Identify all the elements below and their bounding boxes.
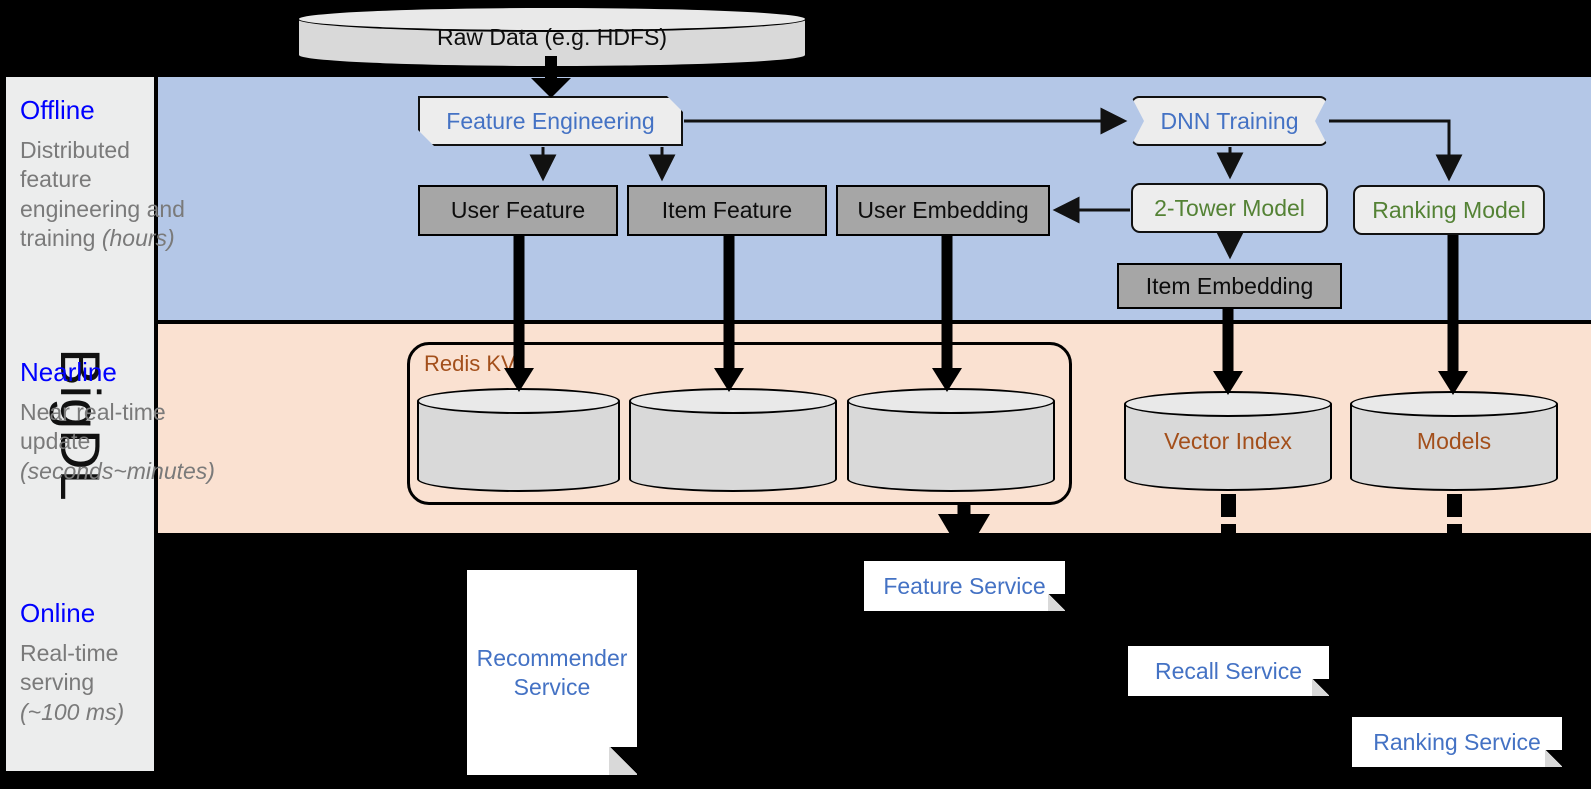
nearline-description: Near real-time update (seconds~minutes) bbox=[20, 398, 215, 486]
kv3-body bbox=[847, 401, 1055, 479]
user-feature-box[interactable]: User Feature bbox=[418, 185, 618, 236]
redis-kv-label: Redis KV bbox=[424, 351, 516, 376]
online-desc-line-2: serving bbox=[20, 669, 95, 696]
ranking-model-label: Ranking Model bbox=[1372, 196, 1526, 223]
offline-desc-line-3: engineering and bbox=[20, 195, 185, 222]
kv2-body bbox=[629, 401, 837, 479]
recommender-service-card[interactable]: Recommender Service bbox=[467, 570, 637, 775]
offline-label-block: Offline Distributed feature engineering … bbox=[20, 95, 185, 254]
feature-engineering-label: Feature Engineering bbox=[446, 107, 655, 134]
ranking-service-label: Ranking Service bbox=[1373, 728, 1541, 755]
vector-index-connector-dot bbox=[1221, 524, 1236, 539]
offline-desc-line-4: training (hours) bbox=[20, 224, 185, 253]
vector-index-label: Vector Index bbox=[1164, 427, 1292, 454]
kv-store-1-label bbox=[417, 388, 620, 492]
feature-service-label: Feature Service bbox=[883, 572, 1046, 599]
feature-engineering-box[interactable]: Feature Engineering bbox=[418, 96, 683, 146]
dnn-training-box[interactable]: DNN Training bbox=[1131, 96, 1328, 146]
bigdl-sidebar: BigDL bbox=[6, 77, 154, 771]
recall-service-card[interactable]: Recall Service bbox=[1128, 646, 1329, 696]
models-connector-dot bbox=[1447, 524, 1462, 539]
vector-index-connector-tick bbox=[1221, 494, 1236, 517]
online-description: Real-time serving (~100 ms) bbox=[20, 639, 124, 727]
two-tower-model-box[interactable]: 2-Tower Model bbox=[1131, 183, 1328, 233]
models-label: Models bbox=[1416, 427, 1492, 454]
recommender-service-label-line2: Service bbox=[513, 673, 591, 700]
kv-store-cylinder-3[interactable] bbox=[847, 388, 1055, 492]
offline-desc-line-1: Distributed bbox=[20, 137, 130, 163]
kv-store-2-label bbox=[629, 388, 837, 492]
nearline-label-block: Nearline Near real-time update (seconds~… bbox=[20, 357, 215, 486]
nearline-title: Nearline bbox=[20, 357, 117, 387]
user-feature-label: User Feature bbox=[450, 197, 586, 223]
page-fold-icon bbox=[1545, 750, 1562, 767]
ranking-model-box[interactable]: Ranking Model bbox=[1353, 185, 1545, 235]
page-fold-icon bbox=[1048, 594, 1065, 611]
online-desc-line-1: Real-time bbox=[20, 640, 119, 666]
offline-desc-line-4-plain: training bbox=[20, 225, 102, 252]
raw-data-cylinder[interactable]: Raw Data (e.g. HDFS) bbox=[297, 6, 807, 68]
offline-description: Distributed feature engineering and trai… bbox=[20, 136, 185, 254]
user-embedding-label: User Embedding bbox=[857, 197, 1029, 223]
two-tower-model-label: 2-Tower Model bbox=[1154, 194, 1305, 221]
vector-index-cylinder[interactable]: Vector Index bbox=[1124, 391, 1332, 491]
kv1-top bbox=[417, 388, 620, 414]
raw-data-label: Raw Data (e.g. HDFS) bbox=[436, 23, 668, 50]
kv1-body bbox=[417, 401, 620, 479]
dnn-training-label: DNN Training bbox=[1160, 107, 1299, 134]
item-feature-label: Item Feature bbox=[661, 197, 793, 223]
online-desc-line-3: (~100 ms) bbox=[20, 698, 125, 725]
user-embedding-box[interactable]: User Embedding bbox=[836, 185, 1050, 236]
nearline-desc-line-1: Near real-time bbox=[20, 399, 166, 425]
redis-kv-container[interactable]: Redis KV bbox=[407, 342, 1072, 505]
item-embedding-label: Item Embedding bbox=[1145, 272, 1314, 299]
nearline-desc-line-3: (seconds~minutes) bbox=[20, 457, 215, 484]
offline-desc-line-4-italic: (hours) bbox=[101, 225, 175, 252]
models-connector-tick bbox=[1447, 494, 1462, 517]
item-embedding-box[interactable]: Item Embedding bbox=[1117, 263, 1342, 309]
online-title: Online bbox=[20, 598, 96, 628]
kv-store-cylinder-1[interactable] bbox=[417, 388, 620, 492]
models-cylinder[interactable]: Models bbox=[1350, 391, 1558, 491]
raw-data-cylinder-top bbox=[297, 6, 807, 32]
feature-service-card[interactable]: Feature Service bbox=[864, 561, 1065, 611]
online-label-block: Online Real-time serving (~100 ms) bbox=[20, 598, 124, 727]
page-fold-icon bbox=[609, 747, 637, 775]
ranking-service-card[interactable]: Ranking Service bbox=[1352, 717, 1562, 767]
nearline-desc-line-2: update bbox=[20, 428, 91, 455]
offline-title: Offline bbox=[20, 95, 95, 125]
kv-store-3-label bbox=[847, 388, 1055, 492]
offline-desc-line-2: feature bbox=[20, 166, 92, 193]
recommender-service-label-line1: Recommender bbox=[476, 645, 628, 672]
kv-store-cylinder-2[interactable] bbox=[629, 388, 837, 492]
item-feature-box[interactable]: Item Feature bbox=[627, 185, 827, 236]
recall-service-label: Recall Service bbox=[1155, 657, 1302, 684]
page-fold-icon bbox=[1312, 679, 1329, 696]
